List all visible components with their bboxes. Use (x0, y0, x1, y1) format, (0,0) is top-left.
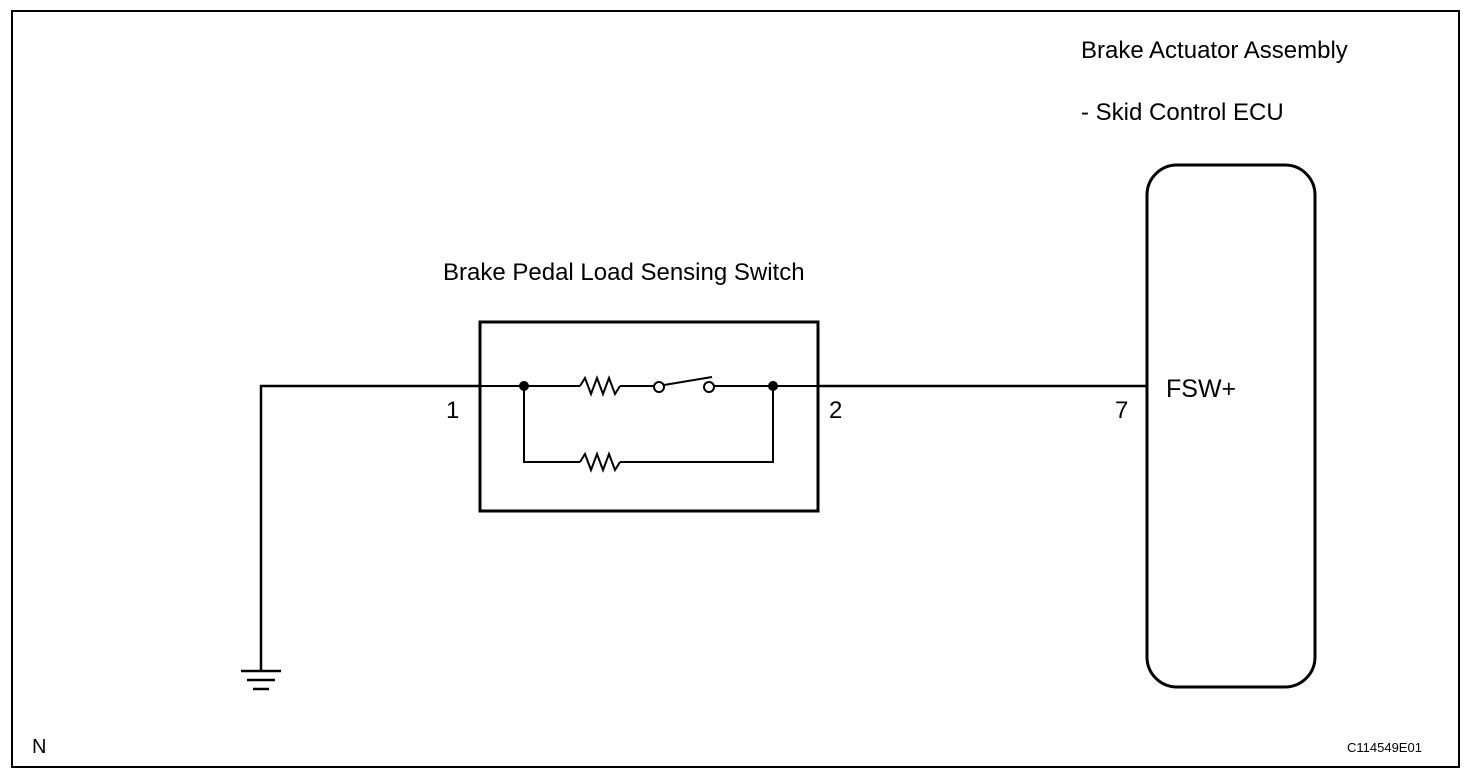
junction-dot-left (519, 381, 529, 391)
figure-code: C114549E01 (1347, 740, 1422, 755)
pin-1-label: 1 (446, 397, 459, 424)
resistor-top-icon (579, 375, 621, 397)
pin-7-label: 7 (1115, 397, 1128, 424)
diagram-frame (11, 10, 1460, 768)
corner-mark: N (32, 736, 46, 758)
switch-title: Brake Pedal Load Sensing Switch (443, 259, 805, 286)
pin-2-label: 2 (829, 397, 842, 424)
ground-symbol-icon (241, 669, 281, 691)
ecu-title-line2: - Skid Control ECU (1081, 99, 1284, 126)
switch-box (478, 320, 820, 513)
ground-wire (259, 384, 480, 671)
switch-contact-icon (653, 376, 715, 393)
ecu-terminal-label: FSW+ (1166, 375, 1236, 403)
junction-dot-right (768, 381, 778, 391)
resistor-bottom-icon (579, 451, 621, 473)
internal-wire-bottom-right (620, 386, 774, 463)
ecu-title-line1: Brake Actuator Assembly (1081, 37, 1348, 64)
internal-wire-bottom (523, 386, 580, 463)
ecu-box (1145, 163, 1317, 689)
